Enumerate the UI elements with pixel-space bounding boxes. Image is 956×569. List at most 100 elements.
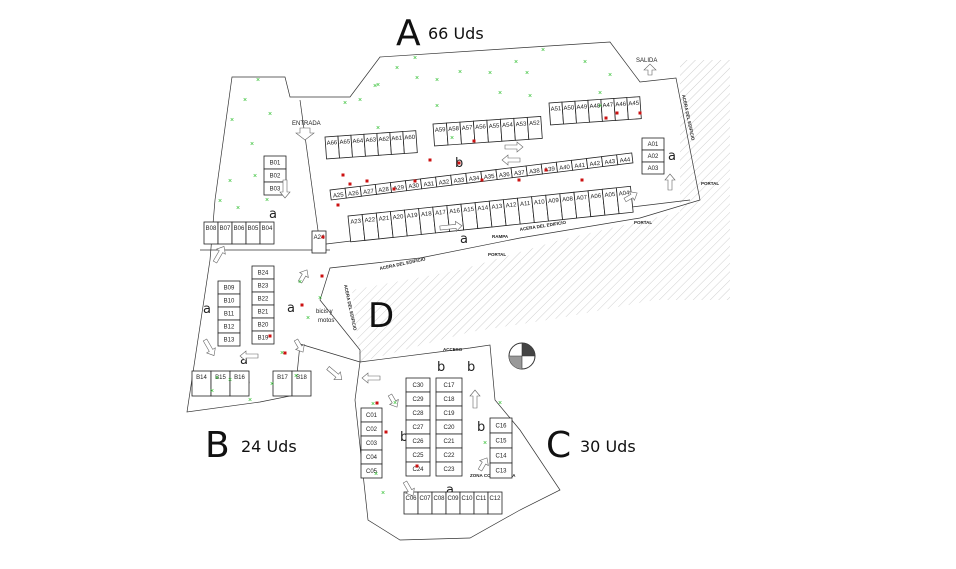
parking-slot (251, 330, 275, 345)
portal-label-1: PORTAL (701, 181, 719, 186)
tree-icon: × (514, 59, 518, 66)
slot-label: A52 (529, 121, 541, 128)
slot-label: B20 (258, 323, 269, 329)
slot-label: C17 (443, 383, 455, 389)
slot-label: A05 (604, 192, 616, 199)
column-marker (375, 401, 379, 405)
column-marker (415, 464, 419, 468)
slot-label: A02 (648, 154, 659, 160)
tree-icon: × (210, 388, 214, 395)
slot-label: C22 (443, 453, 455, 459)
lane-letter: a (240, 353, 248, 368)
column-marker (320, 274, 324, 278)
slot-label: A38 (529, 168, 541, 175)
slot-row-a_single: A24 (311, 230, 327, 254)
slot-label: C05 (366, 469, 378, 475)
slot-label: A28 (378, 187, 390, 194)
slot-label: A13 (491, 204, 503, 211)
slot-label: B17 (277, 375, 288, 381)
zone-letter-b: B (205, 425, 230, 466)
slot-label: C14 (495, 454, 507, 460)
flow-arrow-icon (297, 269, 309, 284)
parking-slot (360, 463, 383, 479)
tree-icon: × (376, 82, 380, 89)
slot-label: A22 (364, 217, 376, 224)
slot-label: C11 (476, 496, 487, 502)
slot-label: A25 (333, 192, 345, 199)
column-marker (480, 178, 484, 182)
tree-markers: ××××××××××××××××××××××××××××××××××××××××… (210, 47, 612, 497)
slot-label: A11 (520, 201, 531, 208)
slot-label: B15 (215, 375, 226, 381)
tree-icon: × (318, 295, 322, 302)
parking-slot (217, 332, 241, 347)
parking-slot (291, 370, 312, 397)
tree-icon: × (236, 205, 240, 212)
flow-arrow-icon (402, 480, 415, 497)
tree-icon: × (218, 198, 222, 205)
slot-label: B18 (296, 375, 307, 381)
entrada-arrow-icon (295, 127, 315, 141)
slot-label: B12 (224, 325, 235, 331)
tree-icon: × (250, 141, 254, 148)
tree-icon: × (498, 90, 502, 97)
tree-icon: × (458, 69, 462, 76)
slot-label: A17 (435, 210, 447, 217)
tree-icon: × (488, 70, 492, 77)
tree-icon: × (498, 400, 502, 407)
slot-label: C28 (412, 411, 424, 417)
tree-icon: × (583, 59, 587, 66)
tree-icon: × (215, 375, 219, 382)
slot-label: A24 (314, 235, 325, 241)
column-marker (392, 187, 396, 191)
lane-letter: a (269, 207, 277, 222)
slot-label: A42 (589, 161, 601, 168)
column-marker (283, 351, 287, 355)
slot-label: B23 (258, 284, 269, 290)
slot-label: C09 (447, 496, 459, 502)
column-marker (336, 203, 340, 207)
portal-label-3: PORTAL (488, 252, 506, 257)
tree-icon: × (450, 135, 454, 142)
flow-arrow-icon (293, 338, 305, 353)
tree-icon: × (525, 70, 529, 77)
tree-icon: × (528, 93, 532, 100)
slot-label: C10 (461, 496, 473, 502)
portal-label-2: PORTAL (634, 220, 652, 225)
slot-label: B01 (270, 161, 281, 167)
slot-label: A18 (421, 211, 433, 218)
flow-arrow-icon (664, 173, 676, 191)
tree-icon: × (435, 103, 439, 110)
flow-arrow-icon (439, 220, 463, 232)
slot-label: A06 (590, 193, 602, 200)
column-marker (544, 168, 548, 172)
tree-icon: × (343, 100, 347, 107)
slot-label: A33 (453, 177, 465, 184)
slot-label: A08 (562, 196, 574, 203)
zone-b-title: B 24 Uds (205, 425, 297, 466)
tree-icon: × (265, 197, 269, 204)
parking-slot (259, 221, 275, 245)
flow-arrows (202, 141, 676, 497)
parking-slot (513, 116, 530, 141)
entrada-label: ENTRADA (292, 121, 321, 127)
parking-slot (499, 117, 516, 142)
slot-label: A46 (615, 102, 627, 109)
slot-label: C30 (412, 383, 424, 389)
slot-label: C25 (412, 453, 424, 459)
building-hatched-area (352, 60, 730, 362)
salida-arrow-icon (643, 63, 657, 76)
parking-slot (487, 491, 503, 515)
zone-count-b: 24 Uds (241, 437, 297, 456)
zone-a-title: A 66 Uds (396, 13, 484, 54)
flow-arrow-icon (239, 350, 259, 362)
slot-label: A53 (515, 121, 527, 128)
slot-label: B24 (258, 271, 269, 277)
slot-label: B13 (224, 338, 235, 344)
